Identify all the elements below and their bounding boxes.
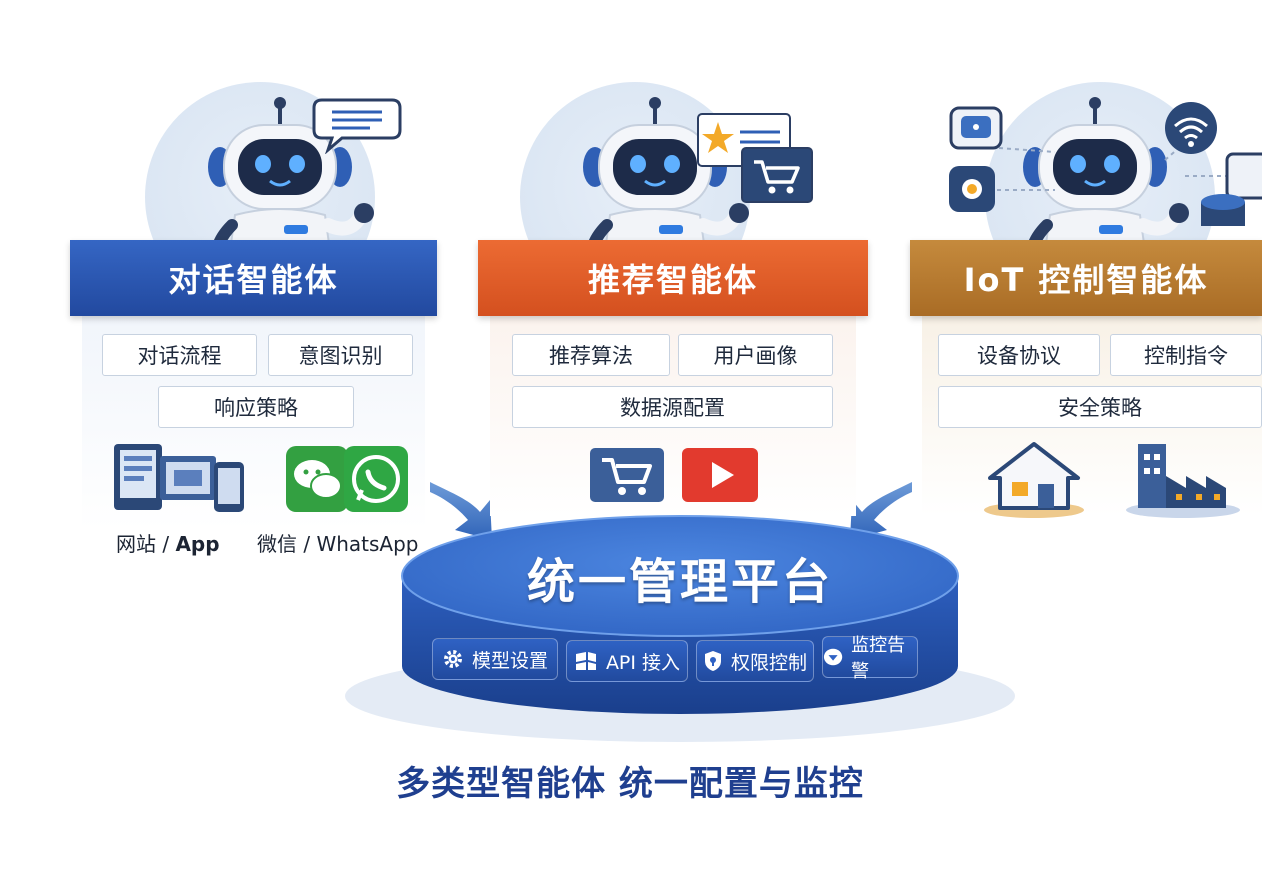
platform-title: 统一管理平台 [526, 554, 833, 610]
agent-title: 推荐智能体 [478, 240, 868, 316]
module-label: API 接入 [605, 651, 681, 674]
gear-icon [443, 650, 462, 668]
iot-devices-icon [949, 102, 1262, 226]
agent-panel-dialog: 对话智能体 对话流程 意图识别 响应策略 [70, 240, 437, 530]
chip-intent-recognition: 意图识别 [268, 334, 413, 376]
tagline: 多类型智能体 统一配置与监控 [396, 764, 864, 804]
smart-home-icon [984, 442, 1084, 518]
module-label: 权限控制 [730, 651, 807, 674]
shield-icon [704, 651, 721, 671]
module-permission-control[interactable]: 权限控制 [696, 640, 814, 682]
chip-user-profile: 用户画像 [678, 334, 833, 376]
chip-datasource-config: 数据源配置 [512, 386, 833, 428]
arrow-left [430, 482, 492, 540]
chip-recommend-algorithm: 推荐算法 [512, 334, 670, 376]
agent-title: IoT 控制智能体 [910, 240, 1262, 316]
factory-icon [1126, 444, 1240, 518]
module-model-settings[interactable]: 模型设置 [432, 638, 558, 680]
caption-web-app: 网站 / App [116, 532, 220, 556]
cart-icon [741, 147, 813, 203]
shopping-cart-icon [590, 448, 664, 502]
module-monitor-alert[interactable]: 监控告警 [822, 635, 918, 682]
caption-wechat-whatsapp: 微信 / WhatsApp [257, 532, 419, 556]
module-label: 模型设置 [471, 649, 548, 672]
chip-response-strategy: 响应策略 [158, 386, 354, 428]
chat-bubble-icon [312, 98, 402, 154]
agent-title: 对话智能体 [70, 240, 437, 316]
chip-security-policy: 安全策略 [938, 386, 1262, 428]
api-icon [575, 652, 596, 670]
module-api-access[interactable]: API 接入 [566, 640, 688, 682]
monitor-icon [823, 648, 843, 666]
chip-dialog-flow: 对话流程 [102, 334, 257, 376]
video-play-icon [682, 448, 758, 502]
arrow-right [850, 482, 912, 540]
agent-panel-recommend: 推荐智能体 推荐算法 用户画像 数据源配置 [478, 240, 868, 520]
module-label: 监控告警 [851, 635, 906, 682]
wechat-whatsapp-icon [286, 446, 408, 512]
chip-device-protocol: 设备协议 [938, 334, 1100, 376]
agent-panel-iot: IoT 控制智能体 设备协议 控制指令 安全策略 [910, 240, 1262, 520]
web-app-icon [114, 444, 244, 512]
chip-control-command: 控制指令 [1110, 334, 1262, 376]
